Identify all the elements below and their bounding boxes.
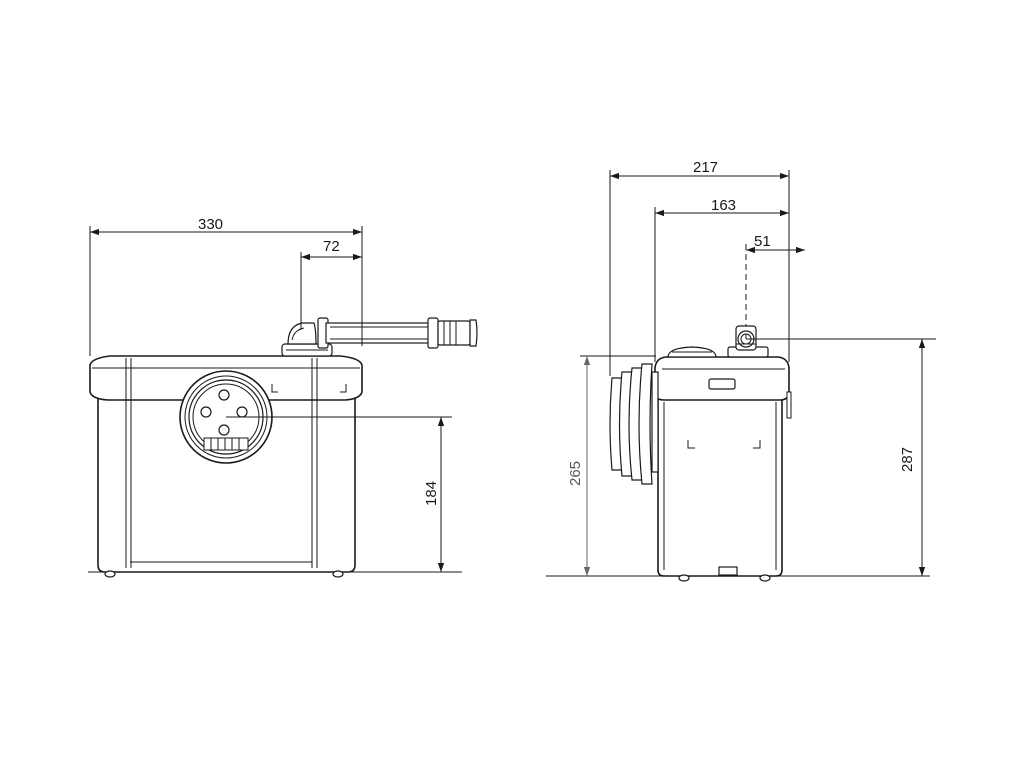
- dimension-265: 265: [567, 355, 656, 576]
- front-unit-body: [97, 397, 356, 573]
- dim-label-330: 330: [198, 216, 223, 233]
- side-outlet-fitting: [727, 325, 769, 358]
- side-bottom-tab: [718, 566, 738, 576]
- dim-label-184: 184: [423, 481, 440, 506]
- dim-label-217: 217: [693, 159, 718, 176]
- dimension-72: 72: [300, 238, 362, 330]
- dim-label-72: 72: [323, 238, 340, 255]
- side-inlet-bellows: [609, 363, 659, 485]
- dimension-217: 217: [609, 159, 790, 376]
- dimension-163: 163: [654, 197, 789, 362]
- side-handle-slot: [708, 378, 736, 390]
- side-foot-right: [759, 574, 771, 582]
- front-view: 330 72 184: [88, 216, 478, 578]
- front-foot-left: [104, 570, 116, 578]
- dim-label-51: 51: [754, 233, 771, 250]
- dim-label-163: 163: [711, 197, 736, 214]
- front-outlet-pipe: [281, 317, 478, 357]
- front-foot-right: [332, 570, 344, 578]
- side-unit-body: [657, 397, 783, 577]
- dim-label-265: 265: [567, 461, 584, 486]
- dimension-184: 184: [226, 416, 452, 572]
- side-view: 217 163 51 265 287: [546, 159, 936, 582]
- dimension-330: 330: [89, 216, 363, 356]
- dimension-287: 287: [746, 338, 936, 576]
- dim-label-287: 287: [899, 447, 916, 472]
- dimension-51: 51: [745, 233, 805, 326]
- side-foot-left: [678, 574, 690, 582]
